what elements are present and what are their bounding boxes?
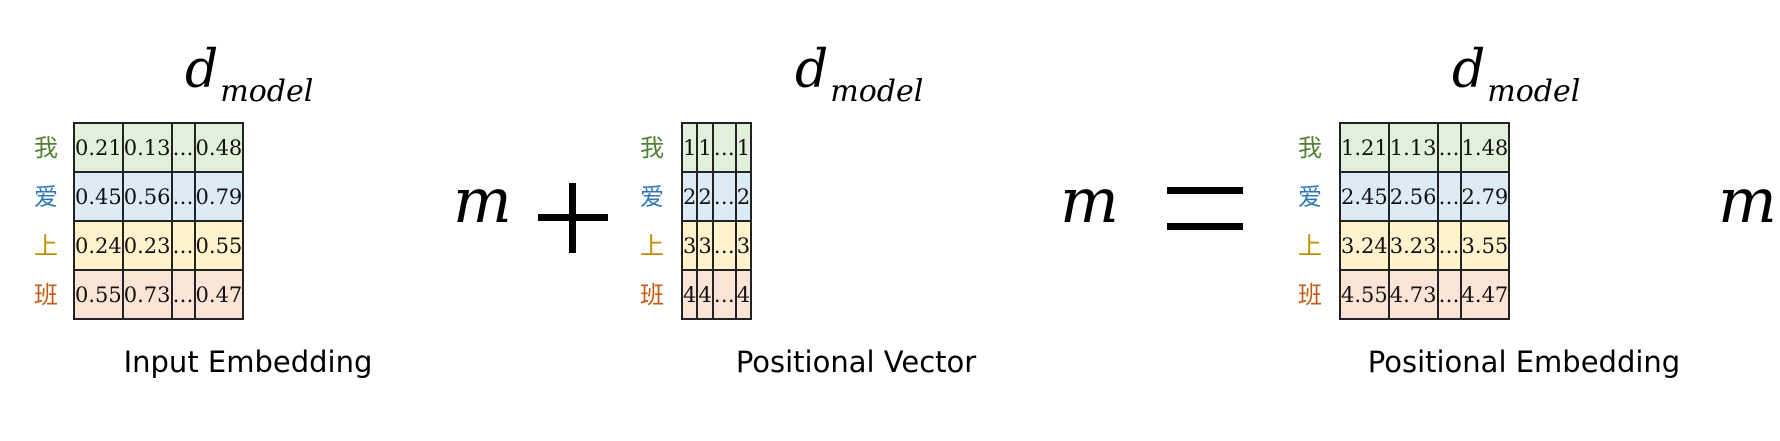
token-wo: 我 bbox=[34, 134, 58, 162]
matrix-cell: 1.21 bbox=[1339, 122, 1390, 173]
input-embedding-matrix: 0.21 0.13 … 0.48 0.45 0.56 … 0.79 0.24 0… bbox=[73, 122, 245, 320]
matrix-cell: … bbox=[711, 220, 737, 271]
matrix-cell: 0.55 bbox=[73, 269, 124, 320]
matrix-row: 2.45 2.56 … 2.79 bbox=[1339, 171, 1511, 222]
matrix-row: 0.45 0.56 … 0.79 bbox=[73, 171, 245, 222]
positional-embedding-matrix: 1.21 1.13 … 1.48 2.45 2.56 … 2.79 3.24 3… bbox=[1339, 122, 1511, 320]
token-shang: 上 bbox=[34, 232, 58, 260]
matrix-cell: 1 bbox=[696, 122, 714, 173]
token-ai: 爱 bbox=[34, 183, 58, 211]
plus-sign-icon bbox=[538, 183, 608, 253]
matrix-cell: 3 bbox=[734, 220, 753, 271]
matrix-cell: 0.56 bbox=[121, 171, 173, 222]
dmodel-label-1: dmodel bbox=[185, 40, 314, 109]
matrix-cell: … bbox=[711, 171, 737, 222]
matrix-cell: 2 bbox=[680, 171, 699, 222]
matrix-row: 1.21 1.13 … 1.48 bbox=[1339, 122, 1511, 173]
matrix-cell: 4 bbox=[734, 269, 753, 320]
token-wo: 我 bbox=[640, 134, 664, 162]
token-ban: 班 bbox=[640, 281, 664, 309]
matrix-cell: 0.21 bbox=[73, 122, 124, 173]
matrix-row: 0.21 0.13 … 0.48 bbox=[73, 122, 245, 173]
positional-embedding-caption: Positional Embedding bbox=[1367, 345, 1681, 379]
matrix-cell: 2 bbox=[734, 171, 753, 222]
matrix-cell: … bbox=[1436, 122, 1462, 173]
matrix-cell: 2 bbox=[696, 171, 714, 222]
matrix-cell: 0.47 bbox=[193, 269, 245, 320]
matrix-cell: 1.13 bbox=[1387, 122, 1439, 173]
token-wo: 我 bbox=[1298, 134, 1322, 162]
token-ban: 班 bbox=[34, 281, 58, 309]
token-ai: 爱 bbox=[1298, 183, 1322, 211]
token-ban: 班 bbox=[1298, 281, 1322, 309]
matrix-row: 3 3 … 3 bbox=[680, 220, 753, 271]
matrix-row: 4 4 … 4 bbox=[680, 269, 753, 320]
input-embedding-caption: Input Embedding bbox=[123, 345, 373, 379]
matrix-cell: 1 bbox=[680, 122, 699, 173]
matrix-cell: 4 bbox=[696, 269, 714, 320]
matrix-row: 3.24 3.23 … 3.55 bbox=[1339, 220, 1511, 271]
matrix-row: 2 2 … 2 bbox=[680, 171, 753, 222]
matrix-row: 1 1 … 1 bbox=[680, 122, 753, 173]
matrix-cell: 3.24 bbox=[1339, 220, 1390, 271]
matrix-cell: … bbox=[170, 269, 196, 320]
matrix-cell: 4.47 bbox=[1459, 269, 1511, 320]
rows-symbol-1: m bbox=[453, 164, 512, 237]
matrix-cell: … bbox=[711, 269, 737, 320]
matrix-cell: 4.55 bbox=[1339, 269, 1390, 320]
matrix-cell: 3.55 bbox=[1459, 220, 1511, 271]
rows-symbol-3: m bbox=[1718, 164, 1777, 237]
matrix-cell: 3.23 bbox=[1387, 220, 1439, 271]
token-shang: 上 bbox=[1298, 232, 1322, 260]
positional-vector-matrix: 1 1 … 1 2 2 … 2 3 3 … 3 4 4 … 4 bbox=[680, 122, 753, 320]
matrix-cell: 0.48 bbox=[193, 122, 245, 173]
matrix-cell: 3 bbox=[696, 220, 714, 271]
matrix-cell: 1.48 bbox=[1459, 122, 1511, 173]
matrix-cell: … bbox=[711, 122, 737, 173]
matrix-cell: 0.79 bbox=[193, 171, 245, 222]
matrix-cell: 0.13 bbox=[121, 122, 173, 173]
matrix-cell: … bbox=[170, 171, 196, 222]
matrix-cell: … bbox=[1436, 269, 1462, 320]
dmodel-label-2: dmodel bbox=[795, 40, 924, 109]
matrix-row: 0.24 0.23 … 0.55 bbox=[73, 220, 245, 271]
rows-symbol-2: m bbox=[1060, 164, 1119, 237]
matrix-cell: 2.79 bbox=[1459, 171, 1511, 222]
positional-vector-caption: Positional Vector bbox=[735, 345, 977, 379]
token-ai: 爱 bbox=[640, 183, 664, 211]
matrix-cell: 2.45 bbox=[1339, 171, 1390, 222]
matrix-cell: … bbox=[170, 122, 196, 173]
matrix-cell: … bbox=[170, 220, 196, 271]
matrix-cell: 4 bbox=[680, 269, 699, 320]
dmodel-label-3: dmodel bbox=[1452, 40, 1581, 109]
matrix-cell: 2.56 bbox=[1387, 171, 1439, 222]
matrix-cell: 0.73 bbox=[121, 269, 173, 320]
matrix-cell: 3 bbox=[680, 220, 699, 271]
matrix-cell: 0.23 bbox=[121, 220, 173, 271]
matrix-cell: 1 bbox=[734, 122, 753, 173]
matrix-row: 4.55 4.73 … 4.47 bbox=[1339, 269, 1511, 320]
matrix-cell: 4.73 bbox=[1387, 269, 1439, 320]
matrix-cell: 0.55 bbox=[193, 220, 245, 271]
matrix-cell: 0.24 bbox=[73, 220, 124, 271]
matrix-cell: … bbox=[1436, 171, 1462, 222]
equals-sign-icon bbox=[1167, 187, 1243, 230]
token-shang: 上 bbox=[640, 232, 664, 260]
matrix-cell: 0.45 bbox=[73, 171, 124, 222]
matrix-row: 0.55 0.73 … 0.47 bbox=[73, 269, 245, 320]
matrix-cell: … bbox=[1436, 220, 1462, 271]
